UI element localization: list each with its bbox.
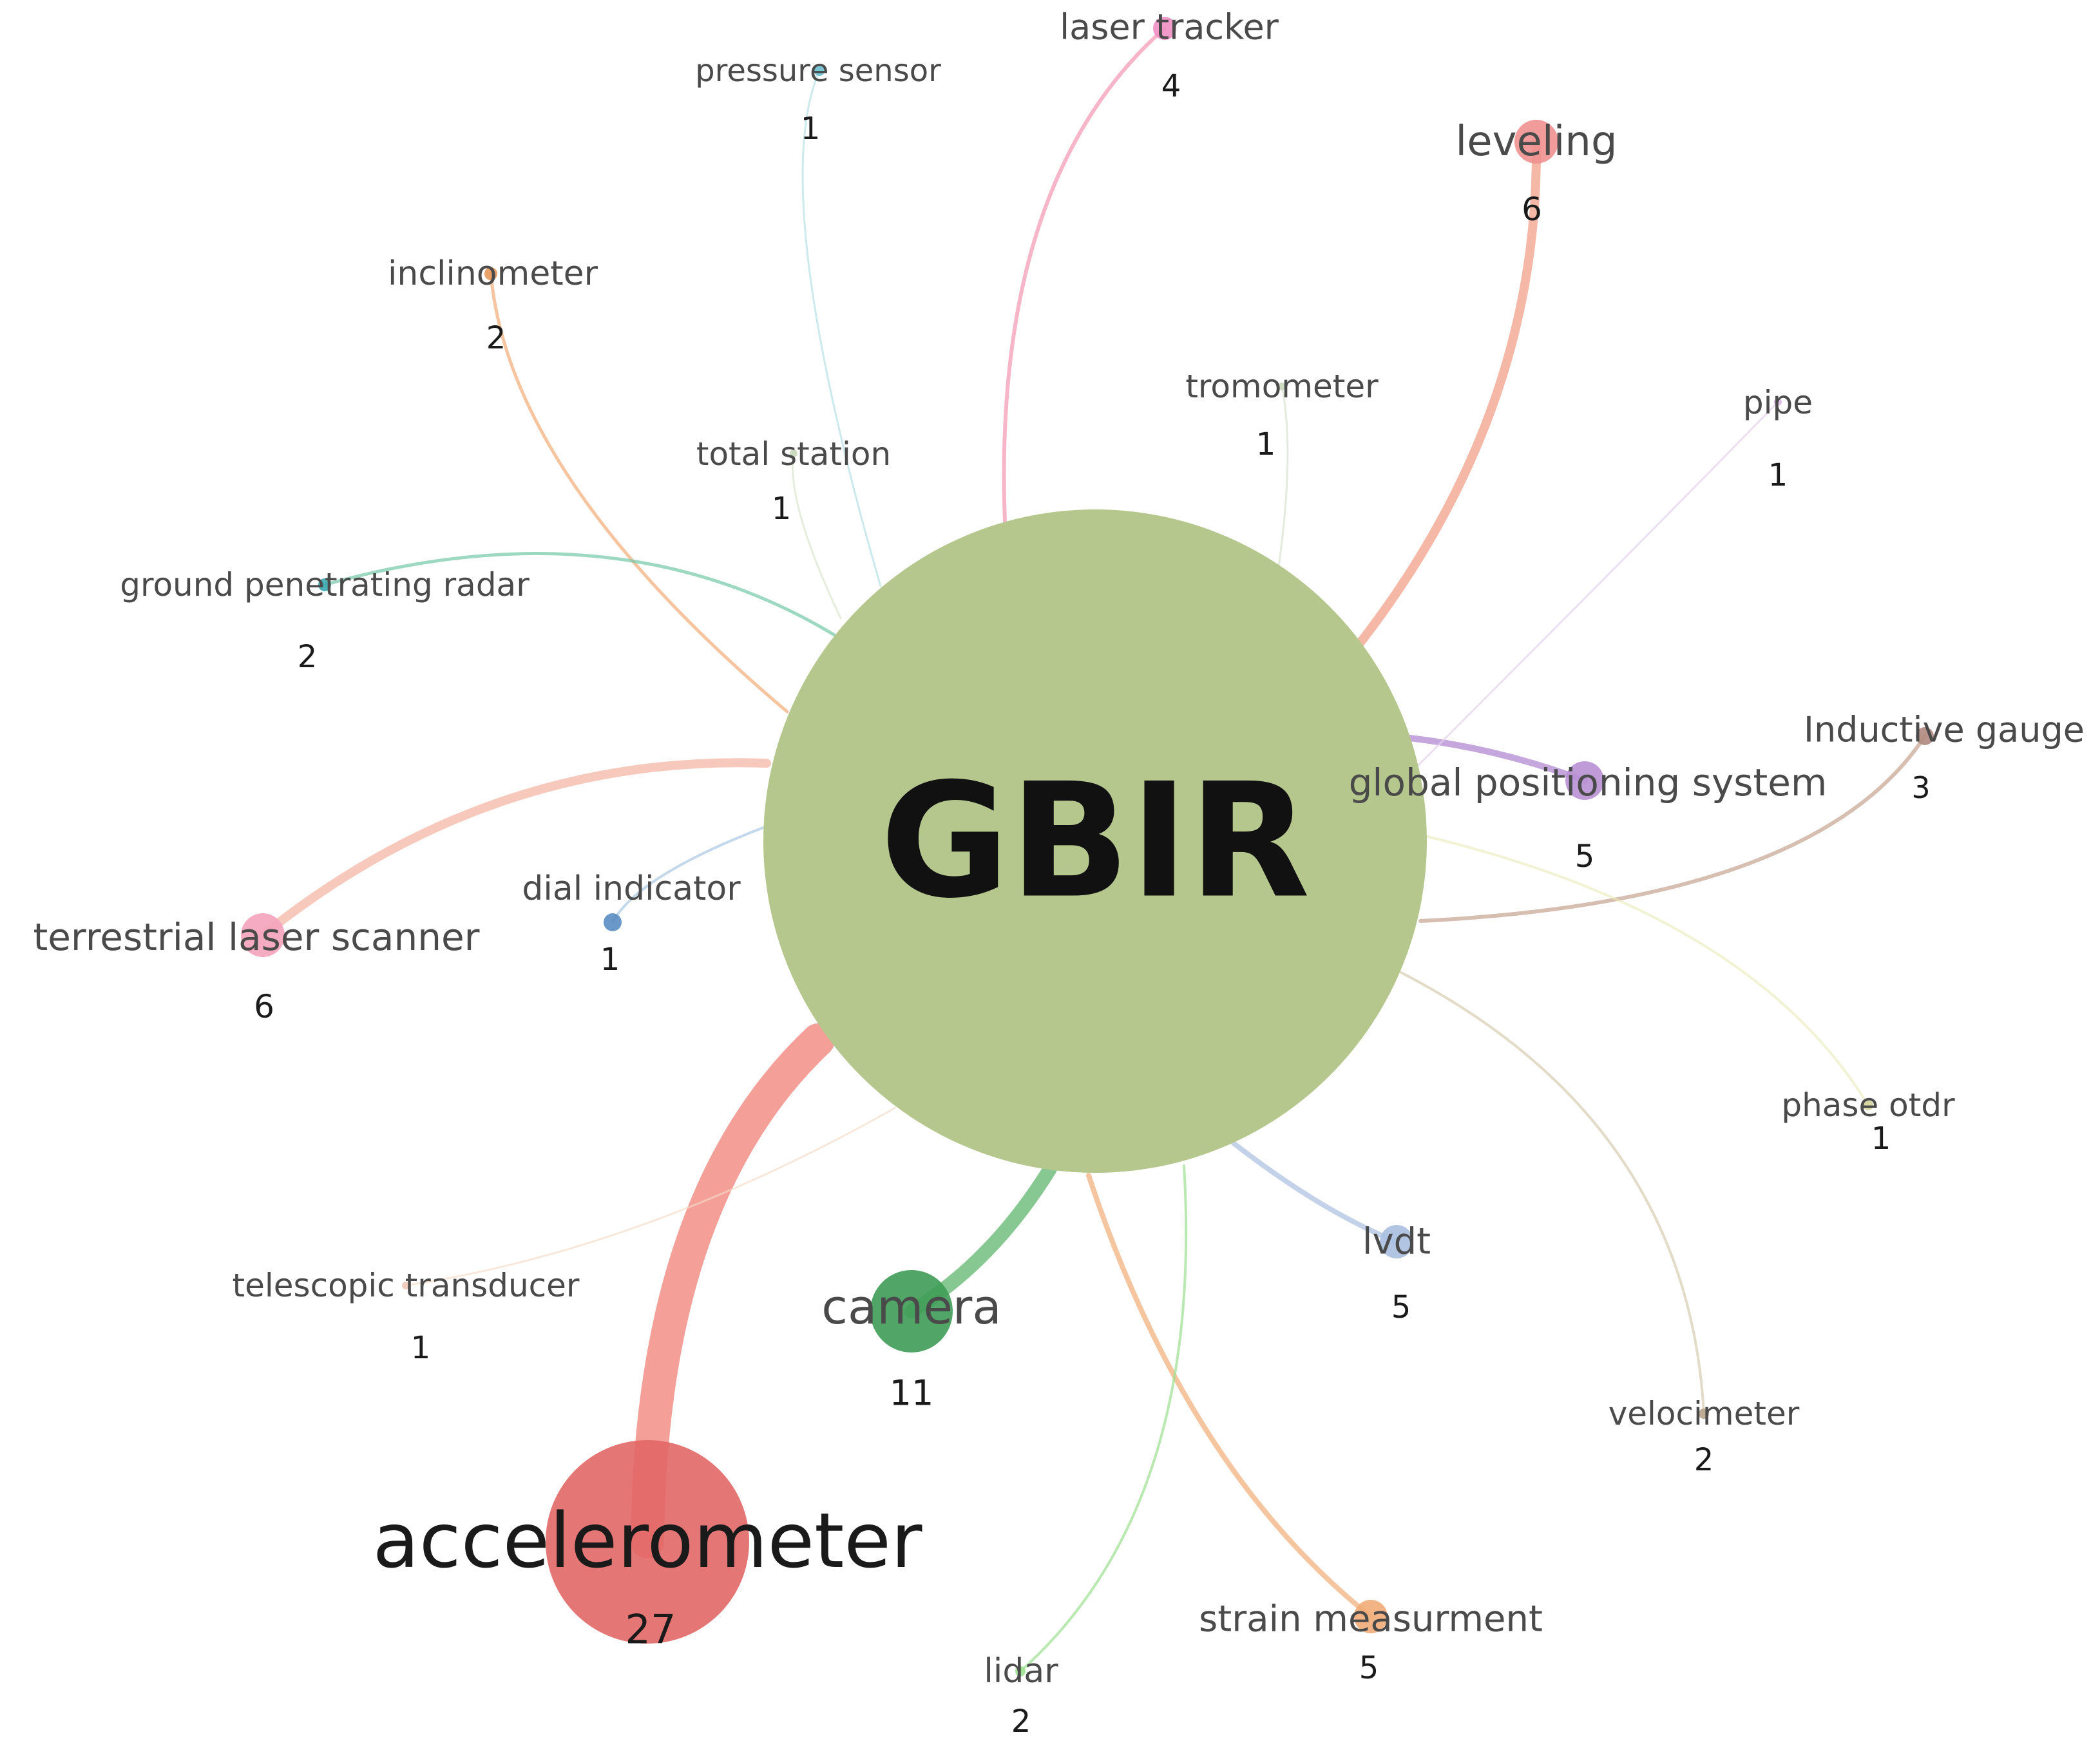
node-label-accelerometer: accelerometer xyxy=(372,1496,922,1585)
node-ground-penetrating-radar[interactable] xyxy=(318,578,331,591)
node-leveling[interactable] xyxy=(1514,120,1558,164)
node-label-pipe: pipe xyxy=(1743,384,1813,421)
edge-velocimeter xyxy=(1400,971,1705,1415)
center-node[interactable] xyxy=(763,509,1427,1173)
node-count-lvdt: 5 xyxy=(1391,1289,1411,1325)
node-laser-tracker[interactable] xyxy=(1153,17,1176,40)
edge-lvdt xyxy=(1231,1141,1399,1244)
node-label-phase-otdr: phase otdr xyxy=(1781,1087,1955,1124)
edge-terrestrial-laser-scanner xyxy=(258,758,771,940)
node-telescopic-transducer[interactable] xyxy=(402,1282,410,1289)
edge-global-positioning-system xyxy=(1401,734,1588,784)
edge-lidar xyxy=(1019,1164,1188,1673)
label-layer: accelerometer27camera11leveling6terrestr… xyxy=(33,7,2085,1740)
edge-pipe xyxy=(1409,401,1779,774)
edge-strain-measurment xyxy=(1086,1173,1373,1619)
node-pipe[interactable] xyxy=(1774,398,1782,406)
node-label-inclinometer: inclinometer xyxy=(388,254,598,293)
edge-inductive-gauge xyxy=(1418,734,1927,923)
node-label-dial-indicator: dial indicator xyxy=(522,869,741,908)
node-count-terrestrial-laser-scanner: 6 xyxy=(254,988,274,1025)
node-count-tromometer: 1 xyxy=(1256,426,1276,462)
node-label-pressure-sensor: pressure sensor xyxy=(695,53,941,89)
node-count-total-station: 1 xyxy=(772,491,792,527)
node-label-strain-measurment: strain measurment xyxy=(1199,1599,1543,1640)
edge-phase-otdr xyxy=(1424,835,1869,1106)
edge-tromometer xyxy=(1277,385,1289,568)
node-dial-indicator[interactable] xyxy=(604,913,622,931)
node-velocimeter[interactable] xyxy=(1699,1409,1709,1419)
node-label-lvdt: lvdt xyxy=(1362,1221,1431,1263)
node-label-total-station: total station xyxy=(696,435,891,473)
node-count-pipe: 1 xyxy=(1768,457,1788,493)
node-accelerometer[interactable] xyxy=(546,1440,749,1644)
node-lvdt[interactable] xyxy=(1380,1225,1413,1258)
node-count-laser-tracker: 4 xyxy=(1161,68,1181,104)
node-camera[interactable] xyxy=(870,1270,953,1352)
node-strain-measurment[interactable] xyxy=(1354,1600,1388,1633)
node-label-velocimeter: velocimeter xyxy=(1608,1395,1800,1432)
node-tromometer[interactable] xyxy=(1278,383,1286,390)
node-count-inductive-gauge: 3 xyxy=(1911,770,1930,805)
node-label-laser-tracker: laser tracker xyxy=(1060,7,1279,48)
node-count-pressure-sensor: 1 xyxy=(801,111,821,147)
node-label-tromometer: tromometer xyxy=(1185,368,1379,405)
node-label-global-positioning-system: global positioning system xyxy=(1349,761,1828,804)
node-count-strain-measurment: 5 xyxy=(1359,1650,1379,1686)
node-label-inductive-gauge: Inductive gauge xyxy=(1804,710,2085,750)
node-label-lidar: lidar xyxy=(984,1652,1058,1691)
node-count-telescopic-transducer: 1 xyxy=(411,1330,431,1366)
edge-ground-penetrating-radar xyxy=(323,552,841,640)
edge-total-station xyxy=(792,452,842,620)
edge-telescopic-transducer xyxy=(405,1106,897,1287)
center-node-group: GBIR xyxy=(763,509,1427,1173)
edge-leveling xyxy=(1355,137,1542,649)
node-layer xyxy=(241,17,1934,1676)
node-count-global-positioning-system: 5 xyxy=(1575,839,1595,875)
node-inductive-gauge[interactable] xyxy=(1916,727,1934,745)
node-global-positioning-system[interactable] xyxy=(1565,761,1604,800)
node-label-ground-penetrating-radar: ground penetrating radar xyxy=(120,566,530,603)
node-count-ground-penetrating-radar: 2 xyxy=(298,639,318,675)
node-total-station[interactable] xyxy=(790,450,797,457)
node-count-phase-otdr: 1 xyxy=(1871,1121,1891,1157)
node-pressure-sensor[interactable] xyxy=(814,66,825,76)
node-count-velocimeter: 2 xyxy=(1694,1442,1714,1478)
node-label-telescopic-transducer: telescopic transducer xyxy=(233,1267,580,1304)
edge-dial-indicator xyxy=(611,826,765,924)
node-count-lidar: 2 xyxy=(1011,1703,1031,1740)
node-count-inclinometer: 2 xyxy=(486,320,506,356)
node-terrestrial-laser-scanner[interactable] xyxy=(241,913,285,957)
node-label-leveling: leveling xyxy=(1455,118,1617,166)
node-label-terrestrial-laser-scanner: terrestrial laser scanner xyxy=(33,915,479,959)
edge-inclinometer xyxy=(489,272,789,714)
edge-laser-tracker xyxy=(1002,26,1167,524)
node-inclinometer[interactable] xyxy=(484,267,497,280)
center-node-label: GBIR xyxy=(880,750,1310,933)
node-count-dial-indicator: 1 xyxy=(600,942,620,978)
edge-pressure-sensor xyxy=(801,70,882,587)
node-count-accelerometer: 27 xyxy=(625,1606,676,1653)
node-label-camera: camera xyxy=(821,1280,1001,1335)
node-count-leveling: 6 xyxy=(1522,191,1542,228)
node-phase-otdr[interactable] xyxy=(1863,1100,1873,1110)
node-count-camera: 11 xyxy=(890,1373,934,1414)
node-lidar[interactable] xyxy=(1015,1666,1026,1676)
